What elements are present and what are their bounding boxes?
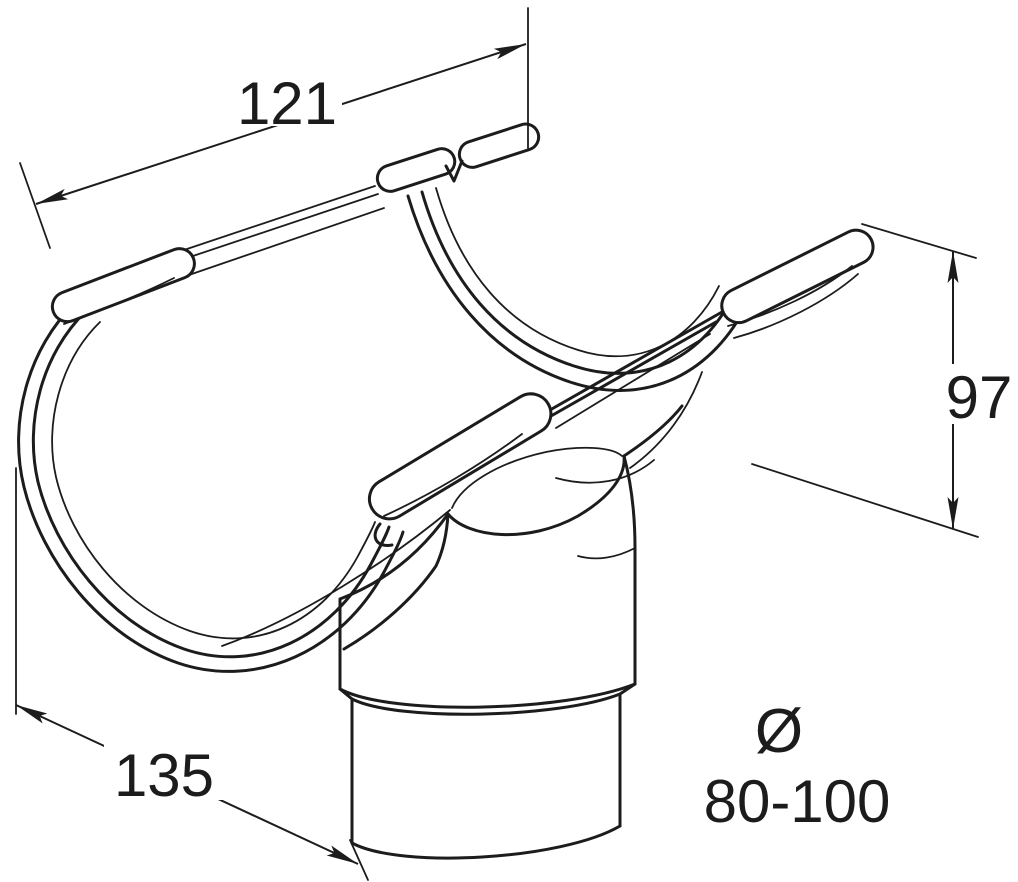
label-background <box>946 364 1014 424</box>
dimension-top-width: 121 <box>19 7 529 249</box>
trough-right-underside <box>622 404 684 458</box>
dimension-right-height: 97 <box>751 223 1014 538</box>
diameter-symbol-label: Ø <box>755 697 803 766</box>
dimension-label-right-height: 97 <box>946 364 1013 431</box>
front-rim-inner-line <box>555 333 711 429</box>
left-bead-rolled-line <box>63 277 175 325</box>
left-end-mid-curve <box>31 309 391 659</box>
front-rim-edge-line <box>548 310 724 412</box>
top-bead-tube-right-segment <box>457 122 541 169</box>
right-bead-rolled-line <box>727 265 853 327</box>
right-end-inner-curve <box>435 187 720 358</box>
left-end-inner-curve <box>51 321 376 640</box>
outlet-hole-back-rim <box>451 446 623 509</box>
outlet-hole-front-rim <box>446 454 626 537</box>
dimension-diameter: Ø 80-100 <box>704 697 891 835</box>
front-bead-tube <box>367 392 553 521</box>
trough-underside-to-outlet <box>342 512 450 651</box>
right-bead-rolled-line-2 <box>733 273 859 339</box>
right-end-mid-curve <box>420 190 736 375</box>
dimension-bottom-width: 135 <box>15 467 369 881</box>
back-wall-inner-line <box>185 207 385 277</box>
funnel-right-edge <box>622 454 637 550</box>
pipe-top-rim <box>350 692 622 716</box>
pipe-bottom-rim <box>350 824 622 860</box>
extension-line-left <box>19 162 51 249</box>
outlet-spigot-hint-line <box>555 459 655 484</box>
trough-bottom-interior-line <box>221 509 451 647</box>
extension-line-top <box>861 223 977 259</box>
left-end-outer-curve <box>17 300 405 673</box>
dimension-label-top-width: 121 <box>237 70 337 137</box>
socket-step-left <box>338 687 354 701</box>
socket-bottom-rim <box>338 682 637 709</box>
funnel-left-edge <box>338 512 450 601</box>
label-background <box>232 70 342 126</box>
diameter-range-label: 80-100 <box>704 768 891 835</box>
back-rim-edge-line-2 <box>171 185 376 255</box>
socket-step-right <box>618 682 637 696</box>
gutter-assembly <box>17 122 875 860</box>
extension-line-bottom <box>751 463 979 538</box>
front-bead-curl <box>373 522 394 547</box>
right-bead-tube <box>720 228 875 325</box>
front-rim-edge-line-2 <box>542 320 718 422</box>
label-background <box>104 742 224 800</box>
back-rim-edge-line <box>174 193 379 263</box>
front-bead-rolled-line <box>383 433 523 517</box>
right-front-wall-curve <box>629 371 703 469</box>
right-end-outer-curve <box>406 194 750 392</box>
left-back-bead-tube <box>50 247 196 324</box>
top-bead-tube-left-segment <box>375 147 457 193</box>
dimension-label-bottom-width: 135 <box>114 742 214 809</box>
socket-top-arc <box>577 547 636 560</box>
